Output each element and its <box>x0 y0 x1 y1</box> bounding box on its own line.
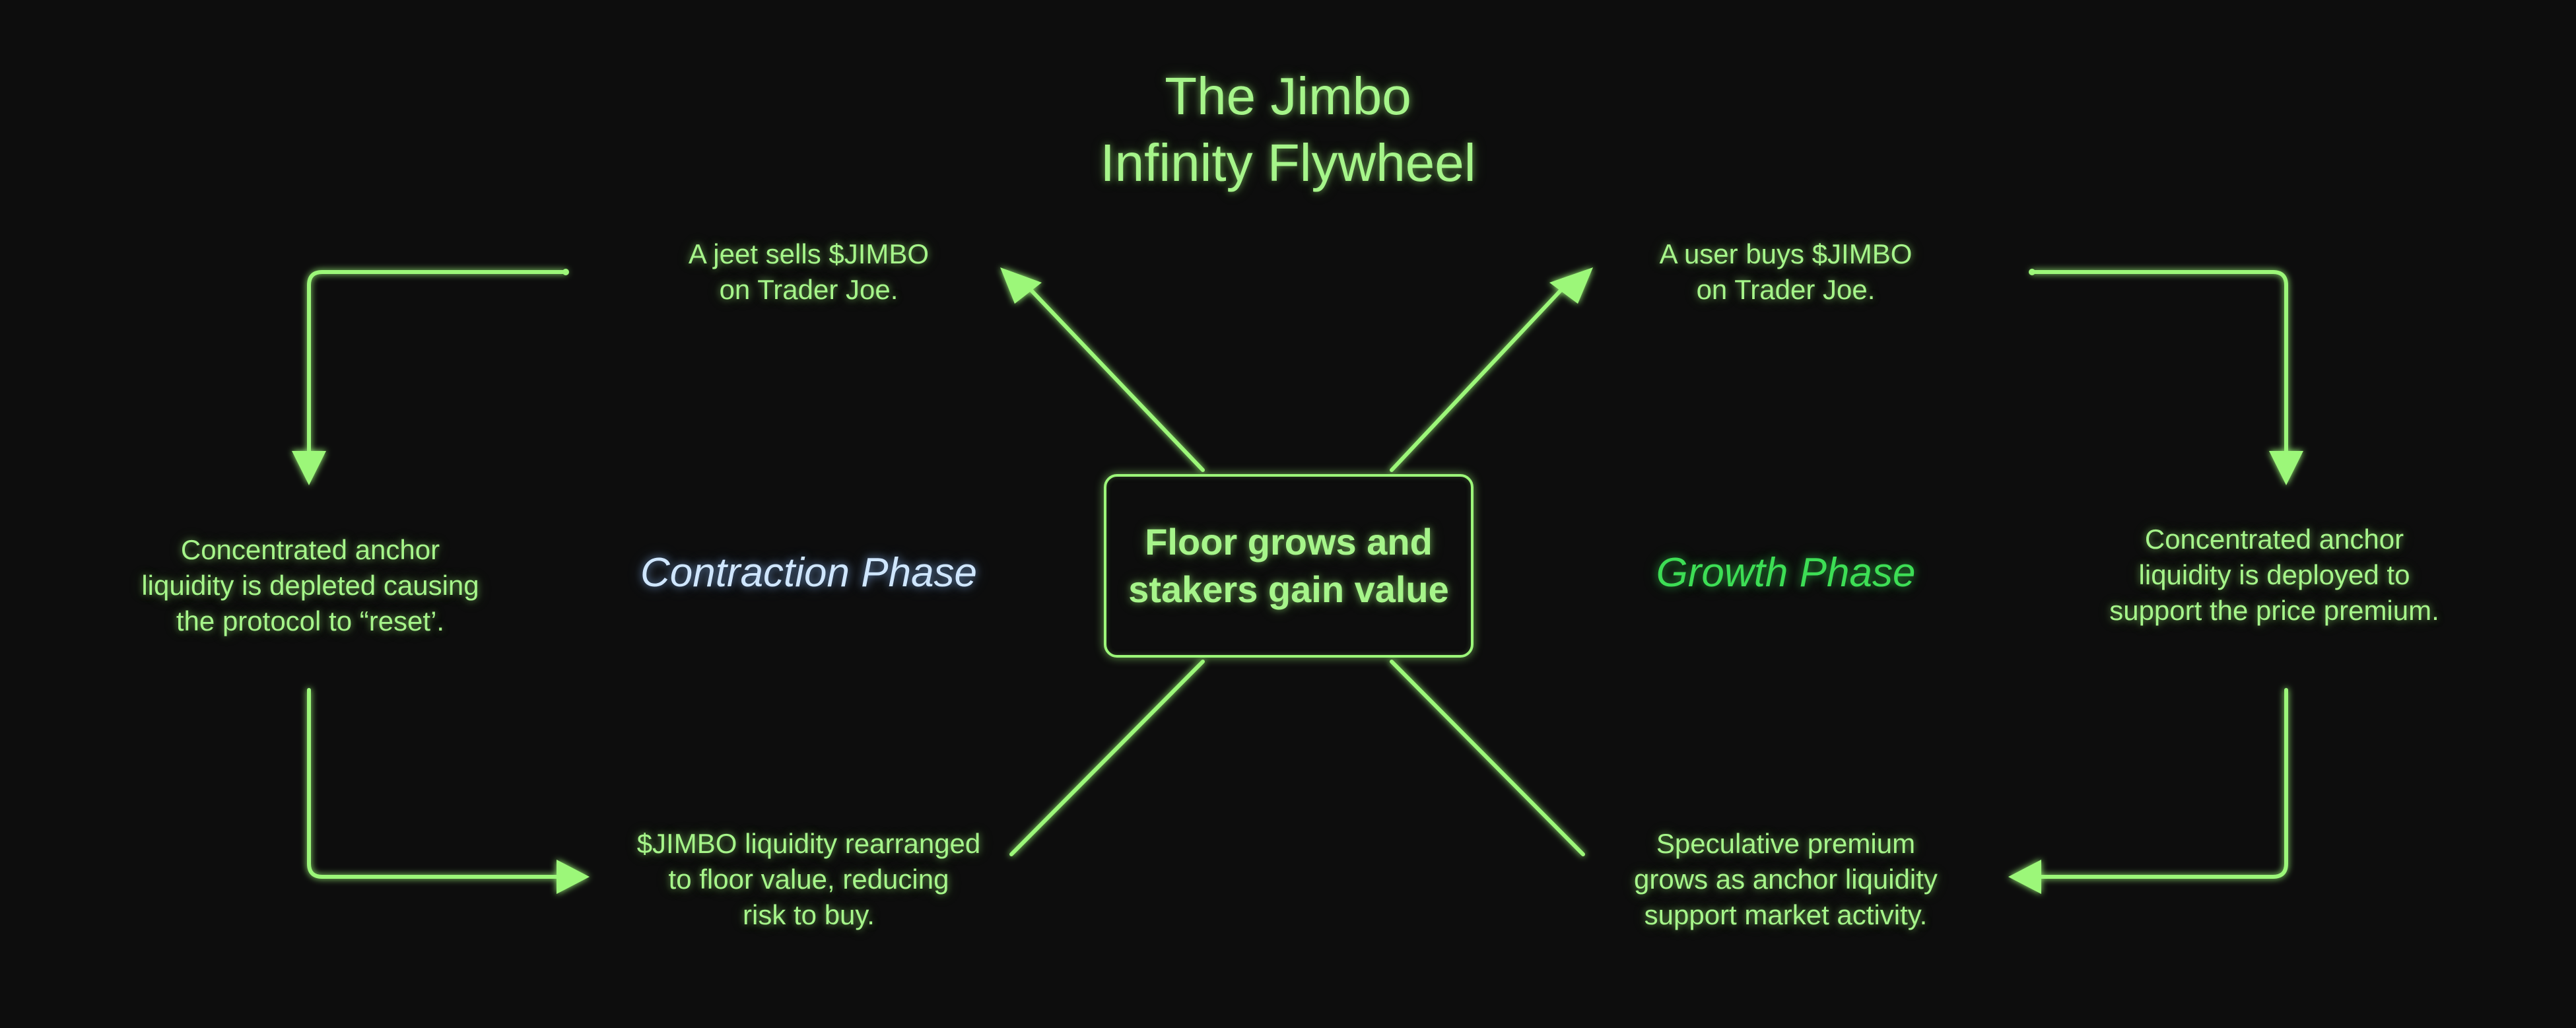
step-jeet-sells: A jeet sells $JIMBO on Trader Joe. <box>594 236 1023 308</box>
step-speculative-premium-line: grows as anchor liquidity <box>1634 864 1938 895</box>
step-liquidity-deployed-line: liquidity is deployed to <box>2138 559 2410 590</box>
arrowhead-to-jeet-sells <box>1000 267 1042 304</box>
arrowhead-to-deployed <box>2269 451 2303 485</box>
center-hub-box: Floor grows and stakers gain value <box>1104 474 1474 658</box>
center-hub-line-2: stakers gain value <box>1128 568 1449 610</box>
right-bottom-elbow-connector <box>2035 688 2288 879</box>
step-liquidity-depleted-line: the protocol to “reset’. <box>176 605 445 636</box>
diagram-title-line-1: The Jimbo <box>1165 67 1411 125</box>
right-top-elbow-connector <box>2030 270 2288 458</box>
step-jeet-sells-line: A jeet sells $JIMBO <box>688 238 930 269</box>
arrowhead-to-depleted <box>292 451 326 485</box>
step-liquidity-deployed-line: support the price premium. <box>2109 595 2439 626</box>
step-user-buys-line: on Trader Joe. <box>1696 274 1876 305</box>
step-speculative-premium-line: support market activity. <box>1644 899 1928 930</box>
spoke-to-user-buys <box>1390 279 1572 472</box>
step-speculative-premium-line: Speculative premium <box>1656 828 1916 859</box>
step-liquidity-depleted-line: Concentrated anchor <box>180 534 440 565</box>
left-top-elbow-connector <box>307 270 568 458</box>
growth-phase-label: Growth Phase <box>1656 550 1916 596</box>
left-loop-start-dot <box>562 269 569 275</box>
step-liquidity-depleted-line: liquidity is depleted causing <box>141 570 479 601</box>
center-hub-line-1: Floor grows and <box>1145 521 1433 563</box>
spoke-to-rearranged <box>1009 660 1205 856</box>
diagram-title-line-2: Infinity Flywheel <box>1100 133 1476 192</box>
right-loop-start-dot <box>2029 269 2035 275</box>
arrowhead-to-speculative <box>2008 860 2041 894</box>
arrowhead-to-user-buys <box>1549 267 1593 304</box>
contraction-phase-label: Contraction Phase <box>640 550 978 596</box>
left-bottom-elbow-connector <box>307 688 563 879</box>
step-liquidity-deployed: Concentrated anchor liquidity is deploye… <box>2063 522 2486 629</box>
step-liquidity-rearranged-line: risk to buy. <box>743 899 875 930</box>
step-liquidity-deployed-line: Concentrated anchor <box>2144 524 2404 555</box>
step-liquidity-depleted: Concentrated anchor liquidity is deplete… <box>99 532 522 639</box>
step-speculative-premium: Speculative premium grows as anchor liqu… <box>1571 826 2000 933</box>
step-liquidity-rearranged-line: $JIMBO liquidity rearranged <box>636 828 981 859</box>
spoke-to-jeet-sells <box>1020 279 1205 472</box>
arrowhead-to-rearranged <box>557 860 590 894</box>
step-user-buys-line: A user buys $JIMBO <box>1659 238 1913 269</box>
step-liquidity-rearranged: $JIMBO liquidity rearranged to floor val… <box>594 826 1023 933</box>
step-liquidity-rearranged-line: to floor value, reducing <box>668 864 949 895</box>
step-user-buys: A user buys $JIMBO on Trader Joe. <box>1571 236 2000 308</box>
step-jeet-sells-line: on Trader Joe. <box>719 274 898 305</box>
spoke-to-speculative <box>1390 660 1585 856</box>
